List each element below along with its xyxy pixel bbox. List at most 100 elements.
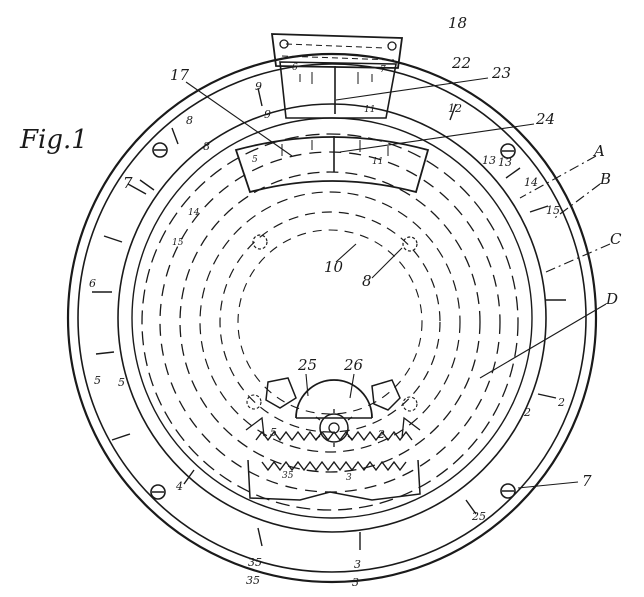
- inner-num-3: 3: [352, 576, 359, 589]
- ref-18: 18: [448, 14, 467, 32]
- leader-C: [545, 243, 611, 273]
- inner-window-num-11: 11: [372, 157, 383, 167]
- ref-25: 25: [297, 356, 317, 374]
- outer-num-15: 15: [546, 204, 560, 217]
- tick: [505, 167, 521, 179]
- ref-C: C: [610, 230, 622, 248]
- outer-ring: [66, 52, 598, 584]
- leader-A: [519, 155, 597, 199]
- leader-10: [335, 243, 357, 263]
- leader-7: [517, 481, 579, 489]
- outer-rings: [66, 52, 598, 584]
- dashed-ring-4: [199, 191, 461, 453]
- upper-rack: [255, 430, 413, 442]
- inner-window-num-5: 5: [252, 155, 258, 165]
- outer-num-14: 14: [524, 176, 538, 189]
- outer-num-12: 12: [448, 102, 462, 115]
- hole-left: [252, 234, 268, 250]
- left-arm: [265, 377, 297, 409]
- outer-num-25: 25: [471, 510, 486, 523]
- inner-num-8: 8: [203, 140, 210, 153]
- ref-24: 24: [535, 110, 555, 128]
- screw-bottom-right: [500, 483, 516, 499]
- leader-23: [335, 77, 489, 101]
- tick: [529, 205, 549, 213]
- leader-26: [349, 373, 355, 399]
- ref-8: 8: [362, 272, 372, 290]
- outer-ring-inner-edge: [77, 63, 587, 573]
- scale-ticks: [92, 87, 566, 550]
- tick: [449, 103, 457, 121]
- window-bracket: [270, 33, 404, 69]
- tick: [537, 393, 557, 399]
- inner-num-5: 5: [118, 376, 125, 389]
- inner-num-2: 2: [523, 406, 531, 419]
- broken-plate: [247, 459, 421, 501]
- gear-housing-arc: [295, 379, 373, 419]
- hole-8: [402, 236, 418, 252]
- ref-26: 26: [343, 356, 364, 374]
- tick: [127, 183, 147, 195]
- leader-lines: [185, 77, 611, 489]
- screw-top-left: [152, 142, 168, 158]
- tick: [183, 469, 195, 485]
- top-window: 6 7 11: [270, 33, 404, 119]
- outer-num-4: 4: [175, 480, 183, 493]
- scale-ring: [117, 103, 547, 533]
- window-num-7: 7: [380, 65, 386, 75]
- outer-num-13: 13: [498, 156, 512, 169]
- outer-num-7: 7: [123, 174, 133, 192]
- tick: [111, 433, 131, 441]
- gear-mechanism: 5 2 35 3: [245, 377, 421, 501]
- leader-25: [305, 373, 309, 397]
- leader-24: [339, 123, 535, 153]
- tick: [465, 499, 477, 515]
- outer-num-35: 35: [248, 556, 262, 569]
- ref-10: 10: [324, 258, 344, 276]
- ref-D: D: [605, 290, 618, 308]
- dashed-ring-5: [219, 211, 441, 433]
- tick: [257, 527, 263, 547]
- inner-num-9: 9: [264, 108, 271, 121]
- screw-top-right: [500, 143, 516, 159]
- ref-A: A: [592, 142, 605, 160]
- inner-num-15: 15: [172, 238, 184, 248]
- ref-22: 22: [451, 54, 471, 72]
- inner-scale-numbers: 9 8 14 15 13 5 2 3 35: [118, 108, 531, 589]
- ref-B: B: [599, 170, 611, 188]
- tick: [257, 87, 263, 107]
- tick: [139, 179, 155, 191]
- gear-label-low-left: 35: [282, 471, 294, 481]
- dashed-ring-1: [141, 133, 519, 511]
- leader-8: [371, 247, 403, 279]
- window-num-11: 11: [364, 105, 375, 115]
- scale-ring-inner: [131, 117, 533, 519]
- right-arm: [371, 379, 401, 411]
- outer-scale-numbers: 9 8 7 6 5 4 12 13 14 15 2 3 25 35: [89, 80, 565, 571]
- gear-label-right: 2: [377, 428, 385, 441]
- inner-window: 5 11: [234, 136, 430, 194]
- leader-D: [479, 303, 607, 379]
- lower-rack: [261, 460, 407, 472]
- window-num-6: 6: [292, 63, 298, 73]
- ref-17: 17: [170, 66, 190, 84]
- tick: [171, 127, 179, 145]
- dashed-rings: [141, 133, 519, 511]
- leader-B: [551, 183, 601, 221]
- outer-num-6: 6: [89, 277, 96, 290]
- gear-label-left: 5: [270, 426, 277, 439]
- hole-circles: [252, 234, 418, 252]
- screws: [150, 142, 516, 500]
- inner-num-14: 14: [188, 208, 200, 218]
- gear-label-low-mid: 3: [346, 473, 352, 483]
- outer-num-8: 8: [186, 114, 193, 127]
- window-frame: [279, 61, 397, 119]
- inner-window-frame: [234, 136, 430, 194]
- outer-num-3: 3: [354, 558, 361, 571]
- outer-num-2: 2: [557, 396, 565, 409]
- ref-23: 23: [491, 64, 511, 82]
- figure-title: Fig.1: [19, 125, 88, 155]
- outer-num-9: 9: [255, 80, 262, 93]
- tick: [95, 351, 115, 355]
